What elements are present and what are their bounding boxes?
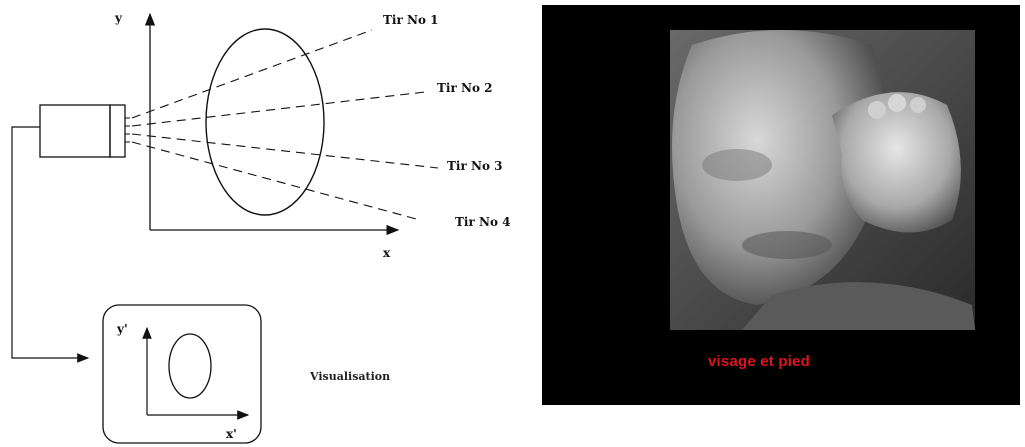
ultrasound-3d-image: visage et pied xyxy=(542,5,1020,405)
shot-label-4: Tir No 4 xyxy=(455,215,511,229)
y-axis-label: y xyxy=(114,11,123,25)
shot-label-2: Tir No 2 xyxy=(437,81,493,95)
ultrasound-beams xyxy=(132,30,438,220)
beam-1 xyxy=(132,30,372,118)
beam-3 xyxy=(132,134,438,168)
display-object xyxy=(169,334,211,398)
probe-cable xyxy=(12,127,88,358)
beam-2 xyxy=(132,92,425,126)
ultrasound-scan-diagram: y x Tir No 1 Tir No 2 Tir No 3 Tir No 4 … xyxy=(0,0,542,447)
beam-4 xyxy=(132,142,420,220)
display-screen: y' x' xyxy=(103,305,261,443)
x-axis-label: x xyxy=(383,246,391,260)
shot-label-3: Tir No 3 xyxy=(447,159,503,173)
visualisation-label: Visualisation xyxy=(309,370,390,383)
probe xyxy=(40,105,130,157)
display-x-axis-label: x' xyxy=(226,427,237,441)
shot-label-1: Tir No 1 xyxy=(383,13,439,27)
scanned-object xyxy=(206,29,324,215)
display-y-axis-label: y' xyxy=(116,322,128,336)
fetal-face-image xyxy=(542,5,1020,405)
photo-caption: visage et pied xyxy=(708,353,810,370)
